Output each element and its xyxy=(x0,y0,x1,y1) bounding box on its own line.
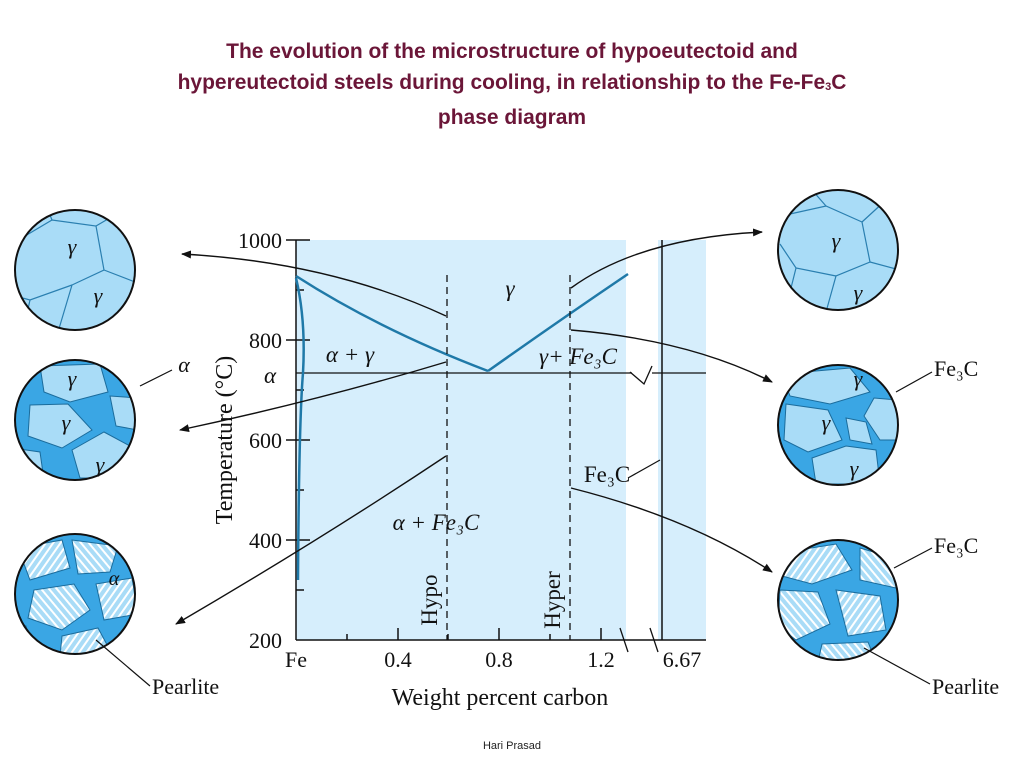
label-alpha: α xyxy=(264,363,277,388)
a3-line xyxy=(295,274,489,373)
micrograph-right-fe3c: γ γ γ Fe₃C xyxy=(777,356,978,486)
label-alpha-gamma: α + γ xyxy=(326,342,375,367)
y-tick-800: 800 xyxy=(249,328,282,353)
micro-gamma-3: γ xyxy=(68,366,78,391)
y-tick-200: 200 xyxy=(249,628,282,653)
axis-break-gap xyxy=(626,238,658,642)
x-axis-break xyxy=(619,627,659,653)
y-tick-400: 400 xyxy=(249,528,282,553)
label-alpha-fe3c: α + Fe₃C xyxy=(393,510,480,535)
micro-gamma-1: γ xyxy=(68,234,78,259)
label-hyper: Hyper xyxy=(540,571,565,629)
title-line-1: The evolution of the microstructure of h… xyxy=(226,40,798,63)
acm-line xyxy=(487,272,629,373)
micrograph-left-gamma: γ γ xyxy=(14,209,136,331)
micrograph-right-gamma: γ γ xyxy=(777,189,899,311)
x-tick-0-4: 0.4 xyxy=(384,647,412,672)
micro-pearlite-left: Pearlite xyxy=(152,674,219,699)
arrow-hypo-alpha-gamma xyxy=(179,361,447,433)
micro-fe3c-label-2: Fe₃C xyxy=(934,533,978,558)
micro-gamma-7: γ xyxy=(854,280,864,305)
title-line-2: hypereutectoid steels during cooling, in… xyxy=(177,71,826,94)
y-axis-label: Temperature (°C) xyxy=(212,356,238,525)
alpha-solvus-line xyxy=(294,277,305,581)
title-subscript: 3 xyxy=(825,81,832,93)
title-line-3: phase diagram xyxy=(437,106,587,129)
micro-gamma-9: γ xyxy=(822,410,832,435)
arrow-hyper-fe3c xyxy=(570,329,773,383)
label-fe3c-region: Fe₃C xyxy=(584,462,630,487)
eutectoid-line-break xyxy=(629,365,653,386)
y-tick-600: 600 xyxy=(249,428,282,453)
micro-gamma-6: γ xyxy=(832,228,842,253)
micrograph-right-pearlite: Fe₃C Pearlite xyxy=(777,533,999,699)
micro-alpha-label-2: α xyxy=(109,568,120,590)
micro-gamma-2: γ xyxy=(94,283,104,308)
micro-fe3c-label-1: Fe₃C xyxy=(934,356,978,381)
micrograph-left-pearlite: α Pearlite xyxy=(14,533,219,699)
y-tick-1000: 1000 xyxy=(238,228,282,253)
arrow-hyper-gamma xyxy=(570,228,763,289)
title-line-2-end: C xyxy=(831,71,847,94)
arrow-hypo-pearlite xyxy=(175,455,447,625)
x-tick-6-67: 6.67 xyxy=(663,647,702,672)
phase-field-fe3c xyxy=(658,240,706,640)
micro-gamma-8: γ xyxy=(854,366,864,391)
fe3c-leader xyxy=(627,459,661,479)
footer-credit: Hari Prasad xyxy=(482,740,542,752)
label-gamma-region: γ xyxy=(505,276,515,301)
label-gamma-fe3c: γ+ Fe₃C xyxy=(539,344,618,369)
arrow-hyper-pearlite xyxy=(570,487,773,573)
micrograph-left-alpha-gamma: γ γ γ α xyxy=(14,352,190,481)
x-tick-0-8: 0.8 xyxy=(485,647,513,672)
label-hypo: Hypo xyxy=(417,574,442,625)
micro-alpha-label-1: α xyxy=(178,352,190,377)
page-title: The evolution of the microstructure of h… xyxy=(62,36,962,133)
micro-pearlite-right: Pearlite xyxy=(932,674,999,699)
micro-gamma-10: γ xyxy=(850,456,860,481)
micro-gamma-5: γ xyxy=(96,452,106,477)
x-axis-label: Weight percent carbon xyxy=(392,685,609,711)
x-tick-1-2: 1.2 xyxy=(587,647,615,672)
arrow-hypo-gamma xyxy=(181,250,447,317)
x-tick-fe: Fe xyxy=(285,647,307,672)
micro-gamma-4: γ xyxy=(62,410,72,435)
